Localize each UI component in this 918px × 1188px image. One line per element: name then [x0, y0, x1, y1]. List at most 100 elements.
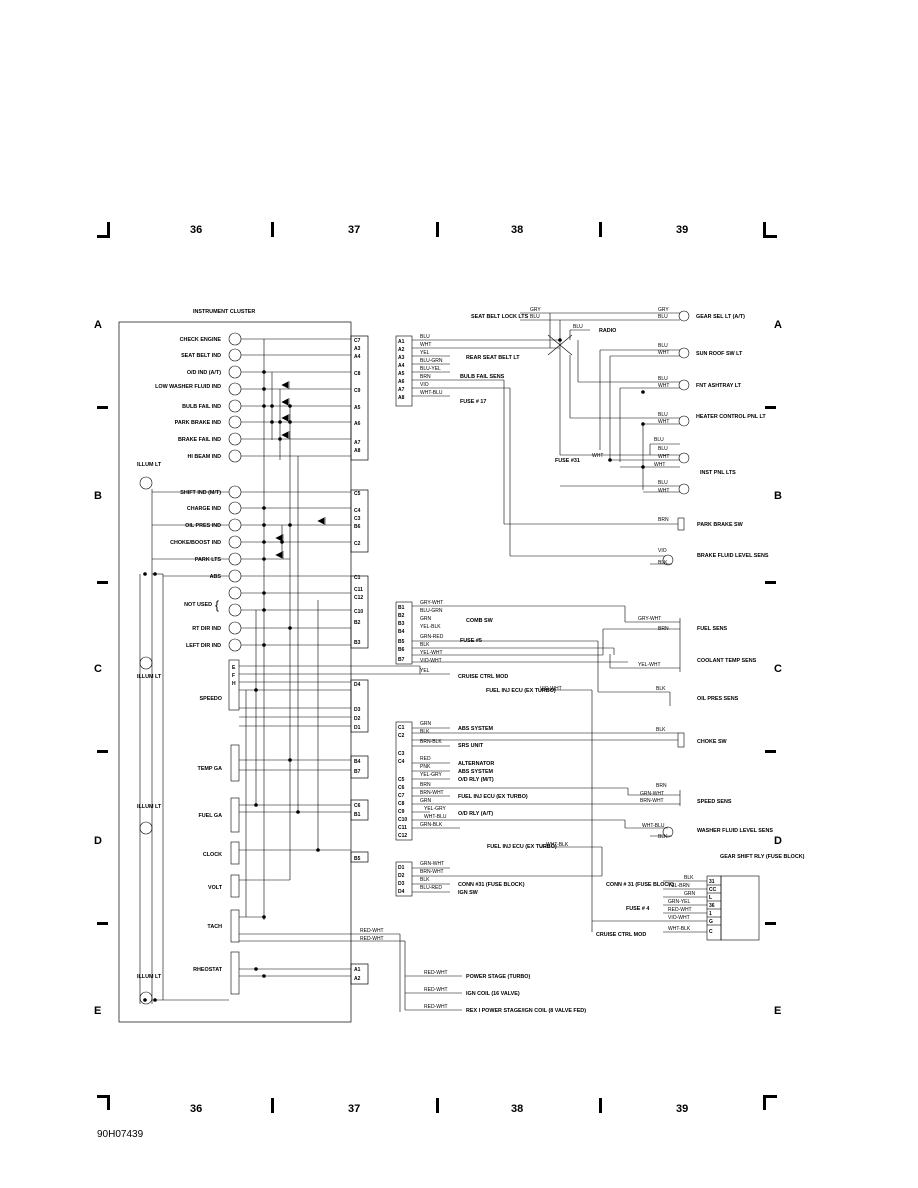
wire-label: GRN [420, 721, 432, 727]
pin-label: 36 [709, 903, 715, 909]
tach-box [230, 909, 240, 943]
wire-label: BRN [658, 517, 669, 523]
indicator-label: LEFT DIR IND [186, 643, 221, 649]
wire-label: GRY [530, 307, 541, 313]
wire-label: RED-WHT [360, 936, 384, 942]
wire-label: VIO [420, 382, 429, 388]
dest-label: HEATER CONTROL PNL LT [696, 414, 766, 420]
cluster-pin: B3 [354, 640, 361, 646]
dest-label: FUSE # 17 [460, 399, 486, 405]
pin-label: C2 [398, 733, 405, 739]
dest-label: GEAR SEL LT (A/T) [696, 314, 745, 320]
pin-label: D3 [398, 881, 405, 887]
tick-right-2 [765, 581, 776, 584]
cluster-pin: C1 [354, 575, 361, 581]
illum-labels: ILLUM LT ILLUM LT ILLUM LT ILLUM LT [137, 462, 162, 980]
cluster-box [118, 321, 352, 1023]
dest-label: CONN # 31 (FUSE BLOCK) [606, 882, 674, 888]
wire-label: WHT [658, 383, 669, 389]
wire-label: BLU [658, 376, 668, 382]
pin-label: C9 [398, 809, 405, 815]
pin-label: A6 [398, 379, 405, 385]
indicator-row [228, 432, 351, 446]
cluster-pins: C7 A3 A4 C8 C9 A5 A6 A7 A8 C5 C4 C3 B6 C… [354, 338, 363, 646]
rheostat-box [230, 951, 240, 995]
wire-label: VIO-WHT [668, 915, 690, 921]
dest-label: CRUISE CTRL MOD [458, 674, 508, 680]
wire-label: WHT-BLU [424, 814, 447, 820]
pin-label: A4 [398, 363, 405, 369]
temp-ga-box [230, 744, 240, 782]
gauge-labels: SPEEDO TEMP GA FUEL GA CLOCK VOLT TACH R… [193, 665, 360, 982]
tick-right-3 [765, 750, 776, 753]
pin-label: 1 [709, 911, 712, 917]
dest-label: BULB FAIL SENS [460, 374, 505, 380]
indicator-row [228, 332, 351, 346]
wire-label: WHT-BLU [642, 823, 665, 829]
connector-d [395, 861, 602, 897]
pin-label: G [709, 919, 713, 925]
wire-label: VIO-WHT [420, 658, 442, 664]
col-label: 39 [676, 1103, 688, 1115]
dest-label: O/D RLY (A/T) [458, 811, 493, 817]
dest-label: FUSE #5 [460, 638, 482, 644]
middle-labels: CRUISE CTRL MOD YEL FUEL INJ ECU (EX TUR… [420, 668, 569, 850]
pin-label: C1 [398, 725, 405, 731]
tick-bottom-2 [436, 1098, 439, 1113]
cluster-pin: B2 [354, 620, 361, 626]
gauge-pin: C6 [354, 803, 361, 809]
dest-label: FUEL INJ ECU (EX TURBO) [458, 794, 528, 800]
gauge-label: VOLT [208, 885, 223, 891]
wire-label: GRN-WHT [420, 861, 444, 867]
gauge-pin: D1 [354, 725, 361, 731]
gauge-pin: A1 [354, 967, 361, 973]
wire-label: BLK [658, 834, 668, 840]
wire-label: BLU [658, 480, 668, 486]
tick-left-4 [97, 922, 108, 925]
col-label: 38 [511, 224, 523, 236]
indicator-label: CHARGE IND [187, 506, 221, 512]
pin-label: B7 [398, 657, 405, 663]
indicator-row [228, 348, 351, 362]
cluster-pin: C11 [354, 587, 363, 593]
illum-label: ILLUM LT [137, 462, 162, 468]
sensor-label: FUEL SENS [697, 626, 728, 632]
wire-label: BLK [420, 877, 430, 883]
bottom-wiring [405, 975, 462, 1011]
connector-d-labels: D1 D2 D3 D4 GRN-WHT BRN-WHT BLK BLU-RED … [398, 861, 525, 896]
wire-label: YEL-GRY [424, 806, 447, 812]
cluster-pin: C5 [354, 491, 361, 497]
wire-label: GRN [420, 616, 432, 622]
indicator-label: BRAKE FAIL IND [178, 437, 221, 443]
connector-strip-g [350, 851, 369, 863]
indicator-row [228, 501, 351, 515]
speedo-pin: E [232, 665, 236, 671]
middle-wiring [399, 666, 603, 1012]
pin-label: L [709, 895, 712, 901]
wire-label: BLU-GRN [420, 608, 443, 614]
gauge-pin: A2 [354, 976, 361, 982]
dest-label: FUSE # 4 [626, 906, 649, 912]
gauge-pin: B7 [354, 769, 361, 775]
wire-label: YEL [420, 668, 430, 674]
pin-label: C6 [398, 785, 405, 791]
gauges [228, 659, 420, 995]
wire-label: BLK [684, 875, 694, 881]
tick-top-1 [271, 222, 274, 237]
wire-label: BLK [420, 642, 430, 648]
indicator-label: LOW WASHER FLUID IND [155, 384, 221, 390]
pin-label: A7 [398, 387, 405, 393]
cluster-pin: A5 [354, 405, 361, 411]
tick-top-3 [599, 222, 602, 237]
connector-a [395, 335, 560, 407]
indicator-label: CHOKE/BOOST IND [170, 540, 221, 546]
wire-label: VIO [658, 548, 667, 554]
row-labels-left: A B C D E [94, 319, 102, 1017]
wire-label: BRN-WHT [420, 790, 444, 796]
choke-sw [677, 732, 685, 748]
wire-label: WHT [658, 488, 669, 494]
pin-label: A5 [398, 371, 405, 377]
pin-label: B4 [398, 629, 405, 635]
figure-id: 90H07439 [97, 1129, 144, 1140]
